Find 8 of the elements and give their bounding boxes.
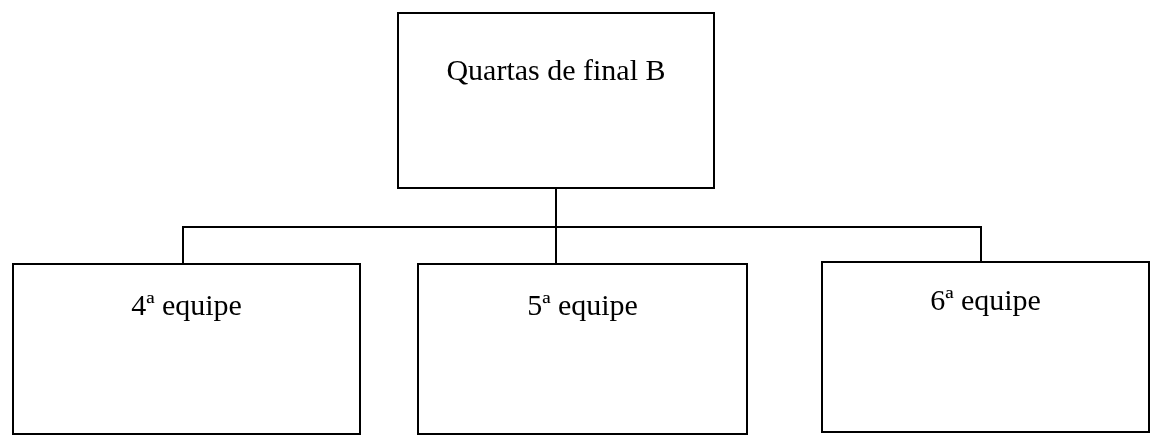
box: [821, 261, 1150, 433]
box: [397, 12, 715, 189]
box-label: Quartas de final B: [446, 52, 666, 88]
box-label: 5ª equipe: [527, 287, 638, 323]
box-label: 4ª equipe: [131, 287, 242, 323]
box: [12, 263, 361, 435]
box-label: 6ª equipe: [930, 282, 1041, 318]
box: [417, 263, 748, 435]
